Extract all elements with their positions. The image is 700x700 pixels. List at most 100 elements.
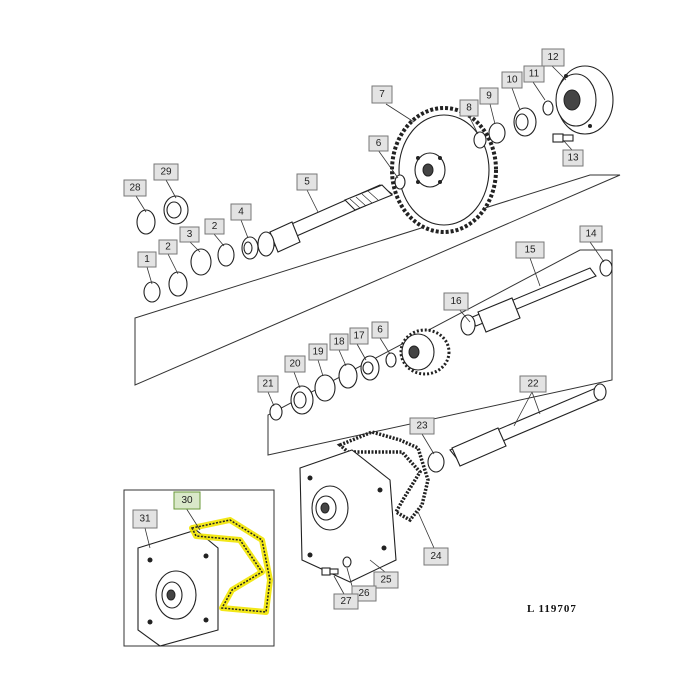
callout-23: 23 (409, 417, 435, 435)
inset-housing-31 (137, 529, 219, 647)
svg-text:9: 9 (486, 91, 492, 102)
callout-9: 9 (479, 87, 499, 105)
svg-text:8: 8 (466, 103, 472, 114)
callout-6: 6 (368, 135, 389, 152)
callout-17: 17 (349, 327, 369, 345)
svg-text:2: 2 (165, 242, 171, 253)
snap-ring-14 (599, 259, 613, 277)
svg-text:26: 26 (358, 588, 370, 599)
thrust-washer-upper (394, 174, 406, 190)
callout-2: 2 (158, 239, 178, 255)
callout-8: 8 (459, 99, 479, 117)
svg-text:15: 15 (524, 245, 536, 256)
svg-text:12: 12 (547, 52, 559, 63)
main-shaft (257, 184, 394, 257)
washer-3 (190, 248, 212, 276)
callout-30: 30 (173, 491, 201, 510)
middle-assembly-outline (267, 249, 613, 456)
output-shaft-22 (449, 383, 607, 467)
bearing-17 (360, 355, 380, 381)
cover-plate-25 (299, 449, 397, 583)
spacer-8 (473, 131, 487, 149)
cap-screw-13 (552, 133, 574, 143)
snap-ring-1 (143, 281, 161, 303)
callout-20: 20 (284, 355, 306, 373)
callout-19: 19 (308, 343, 328, 361)
svg-text:5: 5 (304, 177, 310, 188)
large-spur-gear (390, 106, 498, 234)
roller-bearing-10 (513, 107, 537, 137)
snap-ring-28 (136, 209, 156, 235)
svg-text:21: 21 (262, 379, 274, 390)
svg-text:31: 31 (139, 514, 151, 525)
svg-text:14: 14 (585, 229, 597, 240)
svg-text:17: 17 (353, 331, 365, 342)
gear-16 (399, 328, 451, 376)
snap-ring-9 (488, 122, 506, 144)
bolt-27 (321, 567, 339, 576)
svg-text:27: 27 (340, 596, 352, 607)
svg-text:6: 6 (377, 325, 383, 336)
needle-bearing-4 (241, 236, 259, 260)
callout-4: 4 (230, 203, 252, 221)
callout-18: 18 (329, 333, 349, 351)
gasket-30 (190, 519, 271, 613)
svg-text:18: 18 (333, 337, 345, 348)
washer-11 (542, 100, 554, 116)
callout-21: 21 (257, 375, 279, 393)
callout-31: 31 (132, 509, 158, 529)
callout-11: 11 (523, 65, 545, 83)
seal-23 (427, 451, 445, 473)
svg-text:10: 10 (506, 75, 518, 86)
svg-text:19: 19 (312, 347, 324, 358)
svg-text:23: 23 (416, 421, 428, 432)
callout-1: 1 (137, 251, 157, 268)
countershaft-15 (460, 267, 597, 336)
svg-text:20: 20 (289, 359, 301, 370)
callout-6b: 6 (371, 321, 389, 339)
callout-16: 16 (443, 292, 469, 311)
callout-22: 22 (519, 375, 547, 393)
ring-21 (269, 403, 283, 421)
svg-text:24: 24 (430, 551, 442, 562)
callout-12: 12 (541, 48, 565, 67)
bearing-20 (290, 385, 314, 415)
svg-text:22: 22 (527, 379, 539, 390)
ring-18 (338, 363, 358, 389)
callout-24: 24 (423, 547, 449, 566)
svg-text:30: 30 (181, 495, 193, 506)
svg-text:4: 4 (238, 207, 244, 218)
callout-25: 25 (373, 571, 399, 589)
svg-text:1: 1 (144, 254, 150, 265)
callout-14: 14 (579, 225, 603, 243)
callout-15: 15 (515, 241, 545, 259)
svg-text:2: 2 (212, 221, 218, 232)
washer-6-middle (385, 352, 397, 368)
washer-2b (168, 271, 188, 297)
svg-text:25: 25 (380, 575, 392, 586)
bearing-housing (555, 65, 614, 135)
upper-assembly-outline (134, 174, 621, 386)
inset-frame (123, 489, 275, 647)
bearing-29 (163, 195, 189, 225)
callout-27: 27 (333, 593, 359, 610)
svg-text:11: 11 (529, 69, 540, 80)
callout-5: 5 (296, 173, 318, 191)
svg-text:16: 16 (450, 296, 462, 307)
callout-2b: 2 (204, 218, 225, 235)
svg-text:3: 3 (187, 229, 193, 240)
callout-7: 7 (371, 85, 393, 104)
svg-text:6: 6 (376, 138, 382, 149)
gasket-24 (336, 430, 430, 523)
callout-29: 29 (153, 163, 179, 181)
svg-text:29: 29 (160, 167, 172, 178)
callout-3: 3 (179, 226, 200, 243)
washer-2a (217, 243, 235, 267)
callout-13: 13 (562, 149, 584, 167)
svg-text:7: 7 (379, 89, 385, 100)
svg-text:13: 13 (567, 153, 579, 164)
svg-text:28: 28 (129, 183, 141, 194)
callout-28: 28 (123, 179, 147, 197)
reference-number: L 119707 (527, 603, 577, 615)
